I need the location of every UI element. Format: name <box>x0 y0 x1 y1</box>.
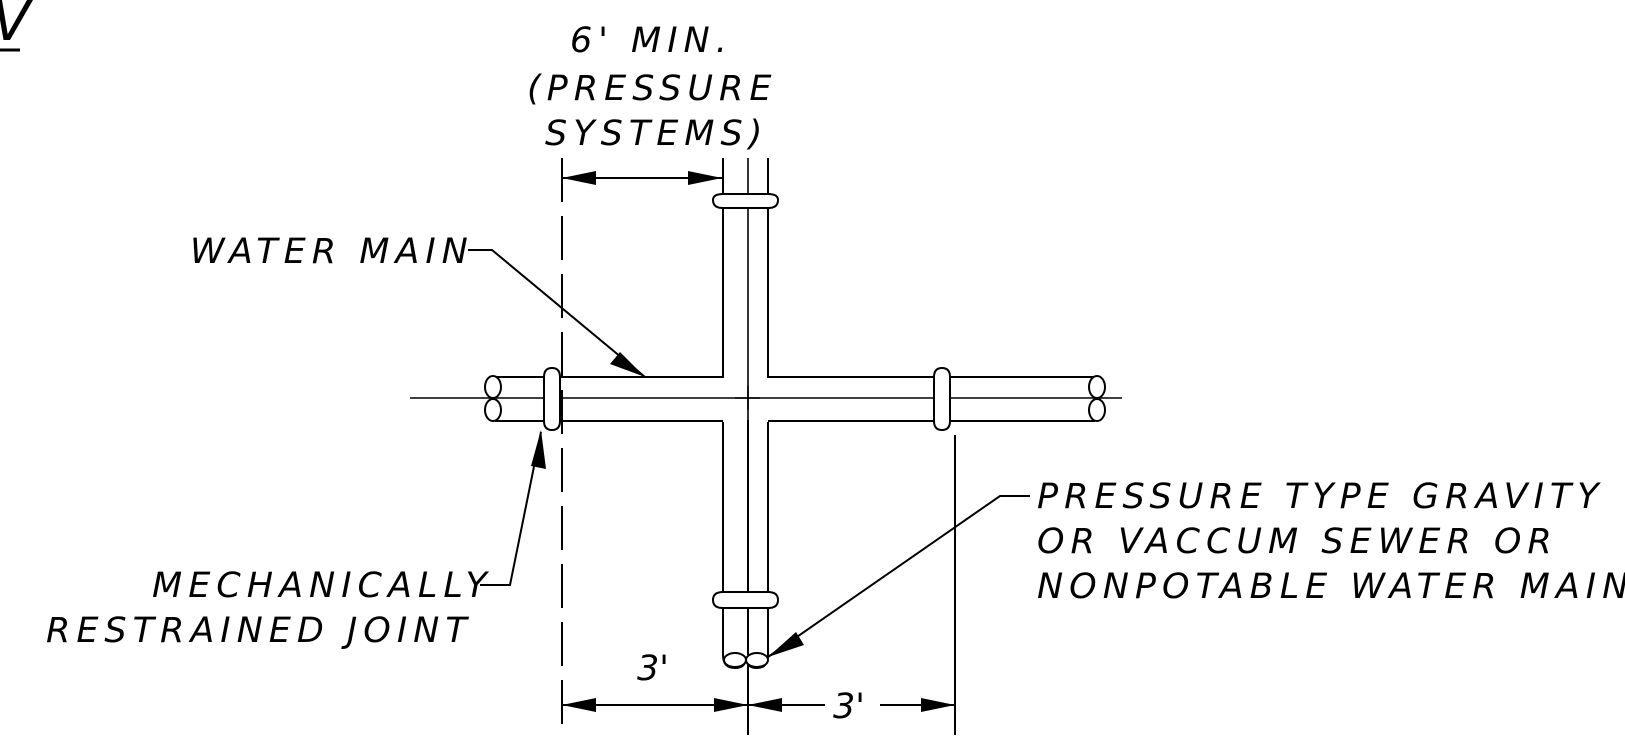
joint-leader <box>480 430 546 586</box>
water-main-leader <box>468 249 646 378</box>
joint-label-line1: MECHANICALLY <box>152 566 493 606</box>
dimension-right-3ft <box>748 698 955 712</box>
dimension-left-3ft <box>562 698 748 712</box>
title-fragment: V <box>0 0 34 54</box>
dimension-6ft <box>562 171 722 185</box>
joint-label-line2: RESTRAINED JOINT <box>46 611 473 651</box>
dim-top-line3: SYSTEMS) <box>545 114 768 154</box>
dim-top-line2: (PRESSURE <box>527 69 777 109</box>
water-main-pipe <box>484 366 1106 432</box>
sewer-pipe <box>711 158 780 670</box>
sewer-label-line1: PRESSURE TYPE GRAVITY <box>1037 477 1605 517</box>
sewer-label-line3: NONPOTABLE WATER MAIN <box>1037 567 1625 607</box>
water-main-label: WATER MAIN <box>190 232 474 272</box>
dim-right-label: 3' <box>833 687 865 727</box>
dim-top-line1: 6' MIN. <box>570 21 733 61</box>
sewer-leader <box>767 495 1030 658</box>
dim-left-label: 3' <box>637 649 669 689</box>
sewer-label-line2: OR VACCUM SEWER OR <box>1037 522 1558 562</box>
